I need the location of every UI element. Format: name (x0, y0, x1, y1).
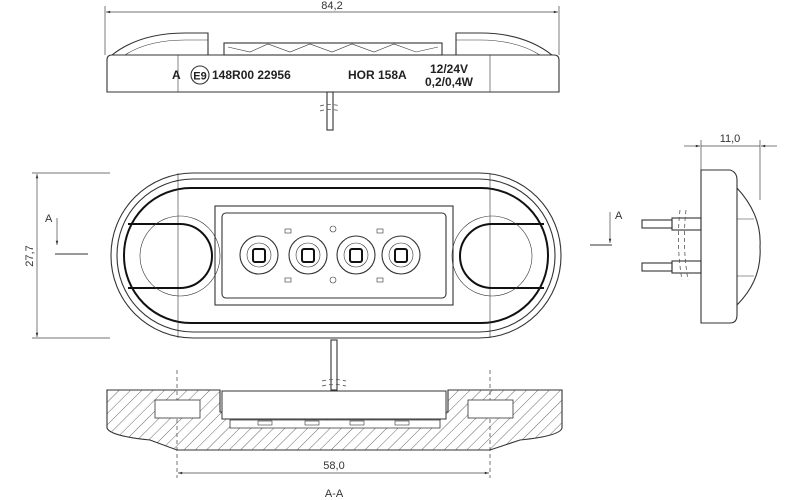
dimension-height: 27,7 (24, 245, 36, 266)
top-view: 84,2 A E9 148R00 22956 HOR 158A 12/24V 0… (104, 0, 560, 131)
svg-text:A: A (45, 213, 53, 225)
dimension-mount-spacing: 58,0 (323, 460, 344, 472)
dimension-depth: 11,0 (720, 133, 741, 145)
section-marker-left: A (45, 213, 88, 255)
svg-text:A: A (615, 210, 623, 222)
led-2 (288, 235, 328, 275)
marking-power: 0,2/0,4W (425, 75, 474, 89)
section-title: A-A (325, 488, 344, 500)
led-array (239, 225, 421, 284)
front-view: 27,7 A (24, 172, 562, 339)
marking-approval-number: 148R00 22956 (212, 68, 291, 82)
dimension-length: 84,2 (321, 0, 342, 12)
e-mark-logo: E9 (190, 65, 210, 85)
led-4 (381, 235, 421, 275)
marking-class: A (172, 68, 181, 82)
svg-text:E9: E9 (193, 71, 206, 83)
led-1 (239, 235, 279, 275)
wire-icon (641, 209, 702, 281)
led-3 (336, 235, 376, 275)
cable-icon (319, 91, 341, 131)
section-marker-right: A (590, 210, 623, 246)
section-view: 58,0 A-A (106, 339, 563, 500)
side-view: 11,0 A (590, 133, 777, 324)
marking-voltage: 12/24V (430, 62, 468, 76)
marking-model: HOR 158A (348, 68, 407, 82)
